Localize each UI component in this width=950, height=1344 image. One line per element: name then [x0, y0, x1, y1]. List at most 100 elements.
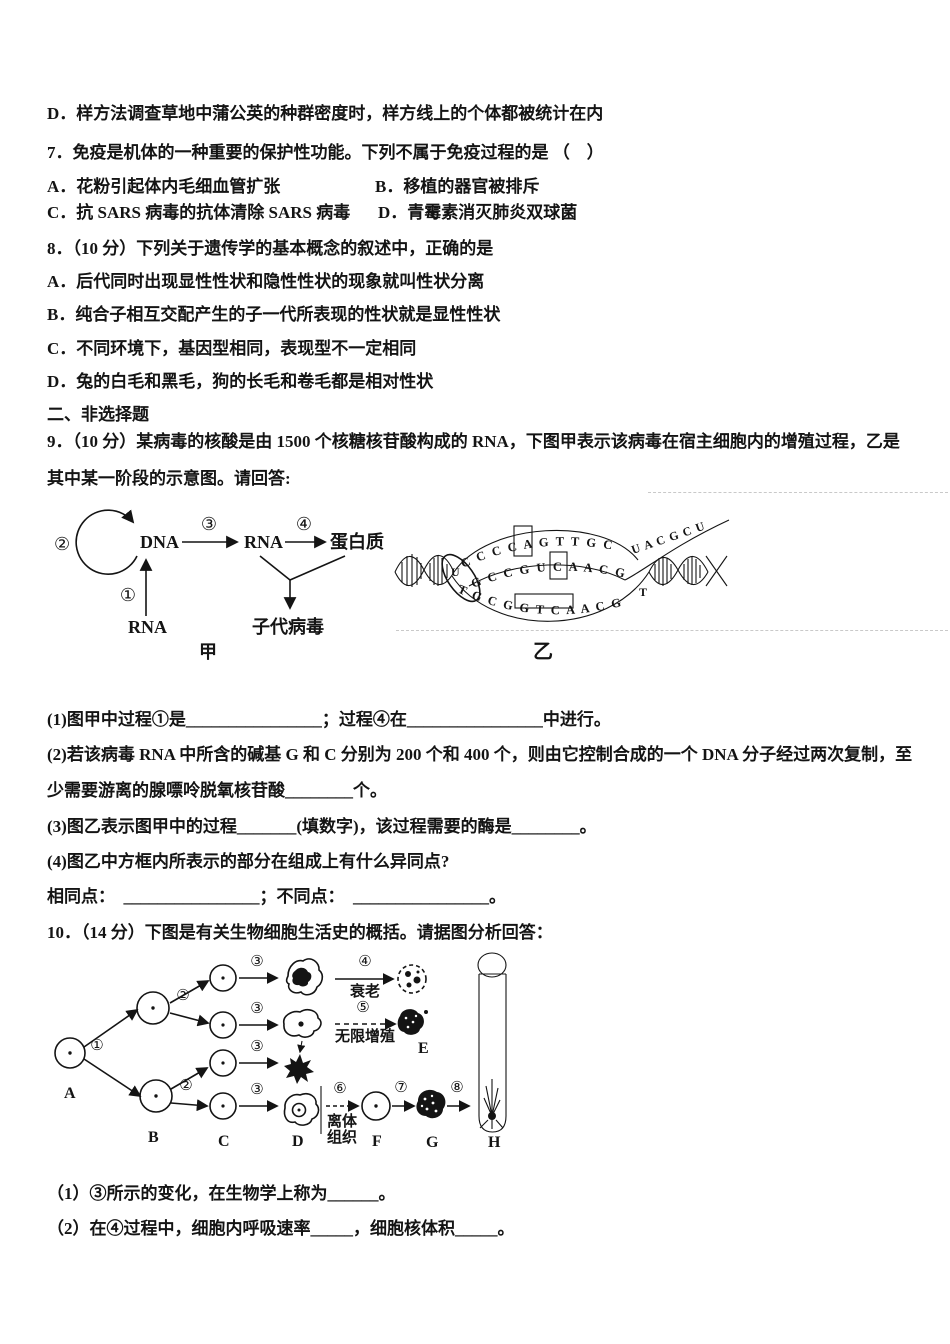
step-8: ⑧: [450, 1078, 463, 1096]
step-3c: ③: [250, 1037, 263, 1055]
cell-a-nucleus: [68, 1051, 72, 1055]
q6-option-d: D．样方法调查草地中蒲公英的种群密度时，样方线上的个体都被统计在内: [47, 104, 604, 123]
aging-label: 衰老: [349, 982, 380, 1000]
step-2b: ②: [179, 1076, 192, 1094]
boxed-base-top: [513, 525, 533, 557]
q7-stem: 7．免疫是机体的一种重要的保护性功能。下列不属于免疫过程的是 （ ）: [47, 143, 604, 162]
isolated-tissue-label-1: 离体: [327, 1112, 358, 1130]
q8-stem: 8．（10 分）下列关于遗传学的基本概念的叙述中，正确的是: [47, 239, 494, 258]
q9-blank-1: (1)图甲中过程①是________________；过程④在_________…: [47, 710, 611, 729]
process-2-label: ②: [54, 534, 70, 555]
cell-c2: [209, 1011, 237, 1039]
empty-box: [514, 593, 574, 609]
label-h: H: [488, 1134, 501, 1151]
q9-blank-3: (3)图乙表示图甲中的过程_______(填数字)，该过程需要的酶是______…: [47, 817, 597, 836]
faint-table-line-top: [648, 492, 948, 493]
b2-to-c4: [170, 1099, 209, 1112]
q9-blank-2-line2: 少需要游离的腺嘌呤脱氧核苷酸________个。: [47, 781, 387, 800]
rna-polymerase-enzyme: [441, 553, 481, 603]
protein-label: 蛋白质: [330, 531, 384, 552]
process-3-label: ③: [201, 514, 217, 535]
cell-d1-differentiated: [285, 958, 324, 996]
test-tube-h: [477, 952, 507, 1133]
q10-sub-1: （1）③所示的变化，在生物学上称为______。: [47, 1184, 396, 1203]
bubble-top-strand: [453, 529, 639, 573]
cell-b1: [136, 991, 170, 1025]
figure-cell-life-history: A ① B ② ② C ③ ③ ③ ③: [54, 952, 507, 1151]
figure-yi-caption: 乙: [533, 641, 553, 663]
rna-template-label: RNA: [128, 617, 167, 637]
cell-d4: [283, 1092, 320, 1126]
label-a: A: [64, 1085, 76, 1102]
left-dna-helix: [394, 554, 455, 587]
step-5: ⑤: [356, 998, 369, 1016]
label-b: B: [148, 1129, 159, 1146]
step-3b: ③: [250, 999, 263, 1017]
cell-d2-amoeboid: [282, 1009, 322, 1038]
faint-table-line-bottom: [396, 630, 948, 631]
dna-label: DNA: [140, 532, 179, 552]
cell-e1-aged: [397, 964, 427, 994]
cell-c3-nucleus: [221, 1061, 225, 1065]
cell-b2-nucleus: [154, 1094, 158, 1098]
label-e: E: [418, 1040, 429, 1057]
cell-f: [361, 1091, 391, 1121]
process-4-label: ④: [296, 514, 312, 535]
cell-b1-nucleus: [151, 1006, 155, 1010]
step-3a: ③: [250, 952, 263, 970]
nascent-rna-strand: [468, 564, 626, 587]
b2-to-c3: [170, 1067, 209, 1090]
q7-option-c: C．抗 SARS 病毒的抗体清除 SARS 病毒: [47, 203, 351, 222]
cell-e2-cancer-mass: [397, 1009, 428, 1035]
cell-d3-neuron: [284, 1054, 314, 1084]
q9-blank-4-line2: 相同点： ________________；不同点： _____________…: [47, 887, 506, 906]
cell-c4-nucleus: [221, 1104, 225, 1108]
cell-b2: [139, 1079, 173, 1113]
mid-strand-bases: G C C G U C A A C G: [469, 560, 628, 591]
section-2-title: 二、非选择题: [47, 405, 149, 424]
exit-rna-bases: U A C G C U: [629, 519, 707, 557]
q8-option-b: B．纯合子相互交配产生的子一代所表现的性状就是显性性状: [47, 305, 501, 324]
q9-stem-line1: 9．（10 分）某病毒的核酸是由 1500 个核糖核苷酸构成的 RNA，下图甲表…: [47, 432, 900, 451]
bubble-bottom-strand: [451, 571, 650, 622]
q8-option-d: D．兔的白毛和黑毛，狗的长毛和卷毛都是相对性状: [47, 372, 434, 391]
label-f: F: [372, 1133, 382, 1150]
q7-option-a: A．花粉引起体内毛细血管扩张: [47, 177, 281, 196]
b1-to-c2: [169, 1012, 210, 1027]
q10-sub-2: （2）在④过程中，细胞内呼吸速率_____，细胞核体积_____。: [47, 1219, 515, 1238]
cell-c1-nucleus: [221, 976, 225, 980]
q10-stem: 10．（14 分）下图是有关生物细胞生活史的概括。请据图分析回答：: [47, 923, 553, 942]
q9-blank-2-line1: (2)若该病毒 RNA 中所含的碱基 G 和 C 分别为 200 个和 400 …: [47, 745, 913, 764]
q8-option-c: C．不同环境下，基因型相同，表现型不一定相同: [47, 339, 417, 358]
q7-option-d: D．青霉素消灭肺炎双球菌: [378, 203, 578, 222]
cell-c2-nucleus: [221, 1023, 225, 1027]
converge-lines: [259, 555, 346, 581]
step-6: ⑥: [333, 1079, 346, 1097]
right-t-base: T: [639, 585, 648, 599]
q7-option-b: B．移植的器官被排斥: [375, 177, 540, 196]
figure-jia-viral-replication: ② DNA ③ RNA ④ 蛋白质 ① RNA 子代病毒 甲: [54, 509, 384, 662]
b1-to-c1: [169, 980, 210, 1004]
boxed-base-mid: [549, 551, 568, 580]
enzyme-letter-u: U: [451, 565, 461, 579]
cell-c1: [209, 964, 237, 992]
unlimited-label: 无限增殖: [334, 1027, 395, 1045]
isolated-tissue-label-2: 组织: [327, 1128, 357, 1146]
step-7: ⑦: [394, 1078, 407, 1096]
cell-c3: [209, 1049, 237, 1077]
right-dna-helix: [648, 555, 728, 587]
rna-label: RNA: [244, 532, 283, 552]
cell-a: [54, 1037, 86, 1069]
loop-arrow: [75, 509, 138, 575]
callus-g: [416, 1089, 446, 1119]
label-d: D: [292, 1133, 304, 1150]
cell-f-nucleus: [374, 1104, 378, 1108]
label-c: C: [218, 1133, 230, 1150]
a-to-b2: [83, 1058, 142, 1097]
cell-c4: [209, 1092, 237, 1120]
q9-blank-4: (4)图乙中方框内所表示的部分在组成上有什么异同点?: [47, 852, 450, 871]
rna-exit-strand: [624, 519, 730, 581]
d2-to-d3-dashed: [297, 1040, 306, 1054]
label-g: G: [426, 1134, 439, 1151]
